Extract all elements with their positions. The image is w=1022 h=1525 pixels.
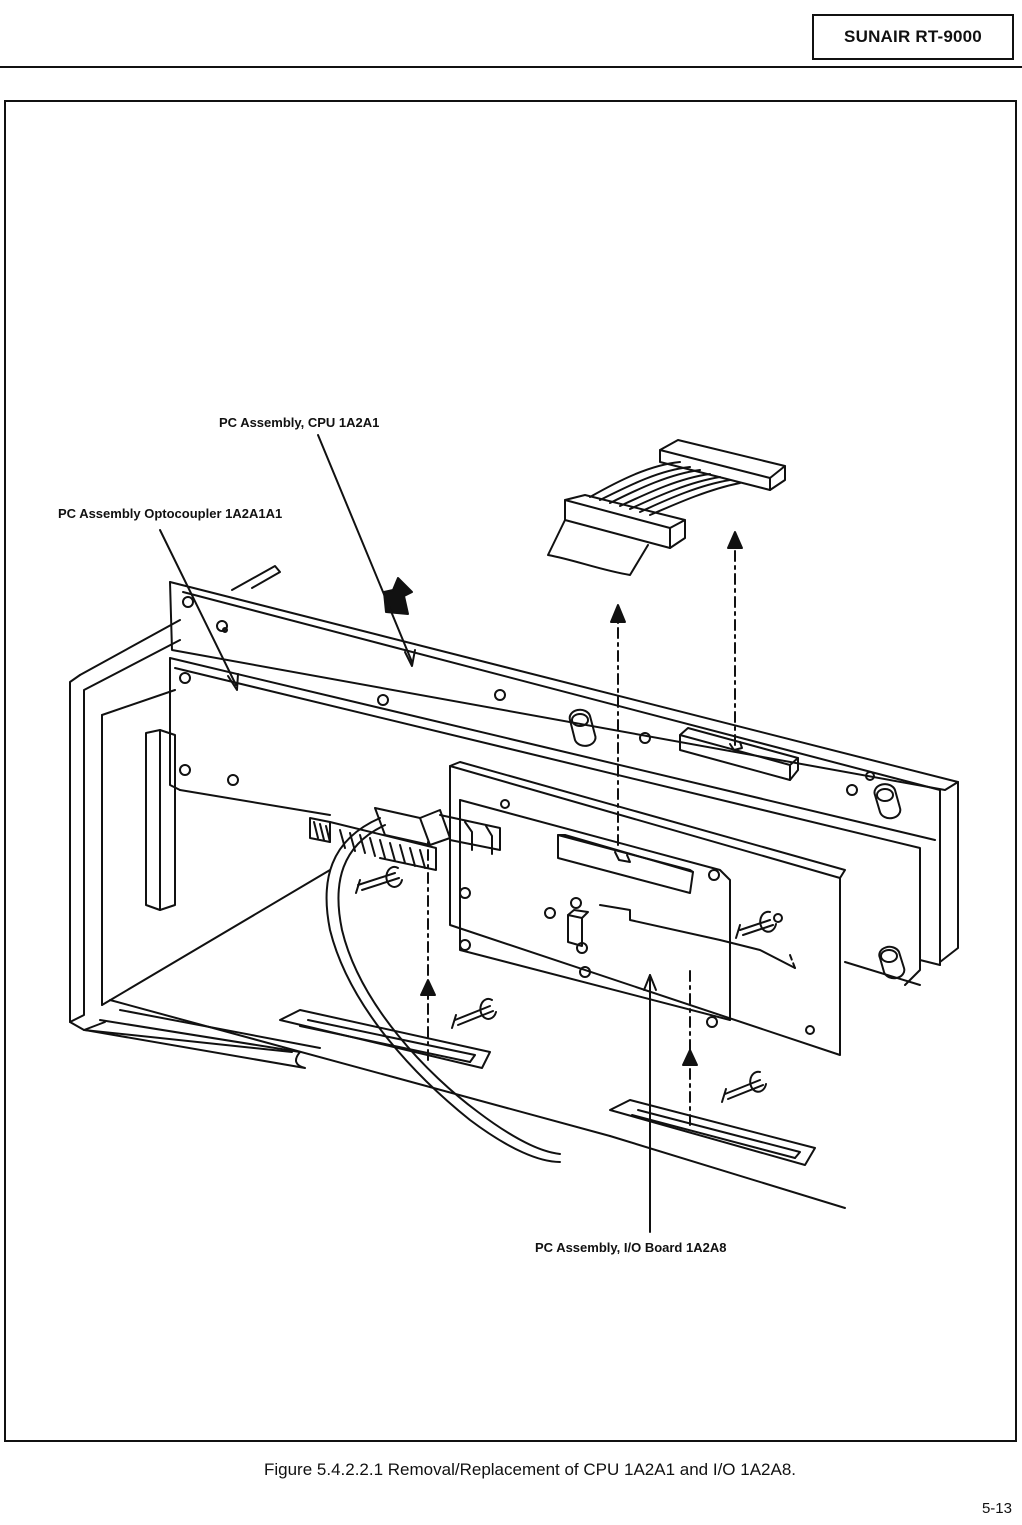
callout-cpu: PC Assembly, CPU 1A2A1 (219, 415, 380, 430)
ribbon-cable (547, 439, 786, 576)
removal-direction-arrows (383, 531, 743, 1126)
mounting-screws (355, 865, 777, 1103)
figure-frame (4, 100, 1017, 1442)
optocoupler-board (169, 657, 936, 986)
callout-optocoupler: PC Assembly Optocoupler 1A2A1A1 (58, 506, 283, 521)
document-model-label: SUNAIR RT-9000 (812, 14, 1014, 60)
callout-leader-lines (159, 434, 657, 1233)
figure-caption: Figure 5.4.2.2.1 Removal/Replacement of … (263, 1460, 796, 1479)
fiber-optic-cable (325, 807, 561, 1163)
io-board (449, 761, 846, 1056)
header-rule (0, 66, 1022, 68)
chassis-tray (69, 565, 846, 1209)
page-number: 5-13 (981, 1500, 1012, 1517)
card-guides (279, 1009, 816, 1166)
cpu-board (169, 581, 959, 966)
callout-io-board: PC Assembly, I/O Board 1A2A8 (535, 1240, 727, 1255)
